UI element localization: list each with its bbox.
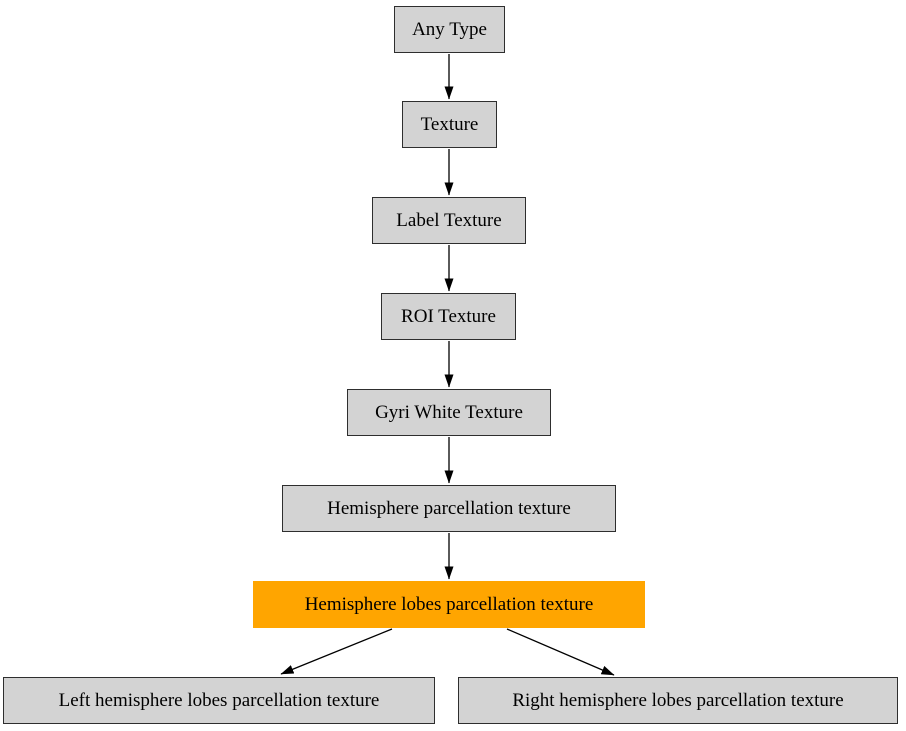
node-label-texture: Label Texture	[372, 197, 526, 244]
edge-hemisphere-lobes-to-left-hemisphere-lobes	[280, 628, 393, 675]
node-texture: Texture	[402, 101, 497, 148]
node-right-hemisphere-lobes-parcellation-texture: Right hemisphere lobes parcellation text…	[458, 677, 898, 724]
node-roi-texture: ROI Texture	[381, 293, 516, 340]
edge-hemisphere-lobes-to-right-hemisphere-lobes	[506, 628, 615, 676]
node-hemisphere-lobes-parcellation-texture-selected: Hemisphere lobes parcellation texture	[253, 581, 645, 628]
node-any-type: Any Type	[394, 6, 505, 53]
node-left-hemisphere-lobes-parcellation-texture: Left hemisphere lobes parcellation textu…	[3, 677, 435, 724]
node-gyri-white-texture: Gyri White Texture	[347, 389, 551, 436]
node-hemisphere-parcellation-texture: Hemisphere parcellation texture	[282, 485, 616, 532]
